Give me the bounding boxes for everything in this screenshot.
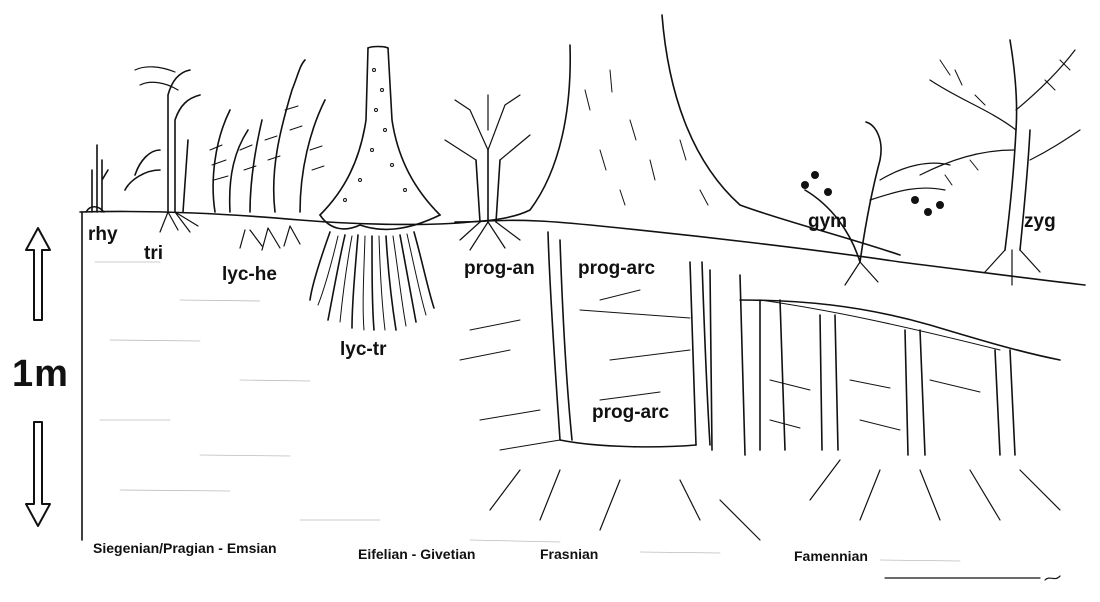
scale-arrow-up xyxy=(25,227,51,321)
label-zyg: zyg xyxy=(1024,211,1056,232)
famennian-roots xyxy=(709,269,1061,521)
lyc-he-plant xyxy=(209,59,326,251)
label-prog-arc-upper: prog-arc xyxy=(578,258,656,279)
label-prog-arc-lower: prog-arc xyxy=(592,402,670,423)
label-gym: gym xyxy=(808,211,848,232)
period-label-eifelian: Eifelian - Givetian xyxy=(358,546,476,562)
label-tri: tri xyxy=(144,243,163,264)
prog-arc-tree xyxy=(454,14,901,541)
scale-arrow-down xyxy=(25,421,51,527)
scale-label: 1m xyxy=(12,353,69,395)
rhy-plant xyxy=(85,144,109,213)
tri-plant xyxy=(124,66,201,233)
label-prog-an: prog-an xyxy=(464,258,535,279)
period-label-famennian: Famennian xyxy=(794,548,868,564)
prog-an-tree xyxy=(444,94,531,251)
label-rhy: rhy xyxy=(88,224,118,245)
period-label-siegenian: Siegenian/Pragian - Emsian xyxy=(93,540,277,556)
artist-signature xyxy=(884,575,1061,581)
label-lyc-he: lyc-he xyxy=(222,264,277,285)
period-label-frasnian: Frasnian xyxy=(540,546,599,562)
label-lyc-tr: lyc-tr xyxy=(340,339,387,360)
soil-texture xyxy=(94,261,961,562)
ground-surface xyxy=(79,210,1086,286)
lyc-tr-tree xyxy=(309,45,441,331)
zyg-tree xyxy=(919,39,1081,286)
gym-tree xyxy=(801,121,951,286)
